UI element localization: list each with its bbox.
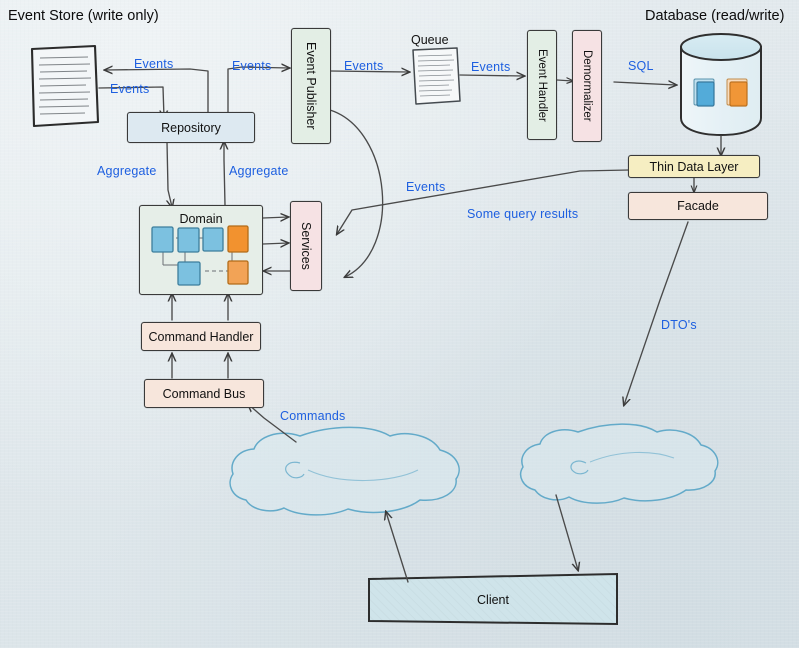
edge-label-events-to-handler: Events xyxy=(471,60,511,74)
edge-label-events-store-back: Events xyxy=(134,57,174,71)
event-store-heading: Event Store (write only) xyxy=(8,8,159,24)
edge-events-to-publisher xyxy=(227,67,289,125)
edge-events-to-handler xyxy=(459,75,524,76)
event-store-document xyxy=(30,44,100,128)
event-publisher-label: Event Publisher xyxy=(304,42,318,130)
edge-dtos xyxy=(624,221,689,405)
edge-label-dtos: DTO's xyxy=(661,318,697,332)
services-box[interactable]: Services xyxy=(290,201,322,291)
facade-box[interactable]: Facade xyxy=(628,192,768,220)
edge-label-sql: SQL xyxy=(628,59,654,73)
edge-sql-to-database xyxy=(613,82,676,85)
facade-label: Facade xyxy=(677,199,719,213)
database-cylinder xyxy=(680,33,762,137)
edge-some-query-results xyxy=(337,169,630,234)
edge-label-events-store-out: Events xyxy=(110,82,150,96)
denormalizer-label: Demormalizer xyxy=(581,50,593,122)
event-handler-label: Event Handler xyxy=(536,48,548,122)
edge-label-events-to-publisher: Events xyxy=(232,59,272,73)
edge-client-to-cloud-left xyxy=(386,512,409,583)
edge-label-events-to-services: Events xyxy=(406,180,446,194)
repository-box[interactable]: Repository xyxy=(127,112,255,143)
services-label: Services xyxy=(299,222,313,270)
client-label: Client xyxy=(477,593,509,607)
edge-aggregate-down xyxy=(167,141,172,207)
event-publisher-box[interactable]: Event Publisher xyxy=(291,28,331,144)
edge-aggregate-up xyxy=(224,142,225,206)
edge-label-events-to-queue: Events xyxy=(344,59,384,73)
edge-events-store-back xyxy=(105,69,209,120)
domain-label: Domain xyxy=(179,212,223,226)
thin-data-layer-box[interactable]: Thin Data Layer xyxy=(628,155,760,178)
database-entity-orange xyxy=(726,78,748,107)
database-entity-blue xyxy=(693,78,715,107)
edge-handler-to-denormalizer xyxy=(556,80,573,81)
cloud-left xyxy=(229,426,460,516)
edge-cloud-right-to-client xyxy=(555,494,578,570)
client-box[interactable]: Client xyxy=(369,578,617,622)
database-heading: Database (read/write) xyxy=(645,8,785,24)
edge-events-store-out xyxy=(98,86,164,118)
queue-caption: Queue xyxy=(411,33,449,47)
edge-events-to-queue xyxy=(330,71,409,72)
denormalizer-box[interactable]: Demormalizer xyxy=(572,30,602,142)
edge-domain-to-services-2 xyxy=(262,243,288,244)
cloud-right xyxy=(519,423,719,504)
event-handler-box[interactable]: Event Handler xyxy=(527,30,557,140)
edge-domain-to-services-1 xyxy=(262,217,288,218)
queue-document xyxy=(412,47,461,105)
edge-label-aggregate-up: Aggregate xyxy=(229,164,289,178)
command-bus-label: Command Bus xyxy=(162,386,246,401)
client-box-shape xyxy=(368,572,618,626)
repository-label: Repository xyxy=(161,120,221,135)
edge-label-commands: Commands xyxy=(280,409,346,423)
thin-data-layer-label: Thin Data Layer xyxy=(649,159,739,174)
edge-commands xyxy=(248,404,297,443)
command-handler-label: Command Handler xyxy=(148,329,254,344)
command-handler-box[interactable]: Command Handler xyxy=(141,322,261,351)
domain-entity-boxes xyxy=(151,225,249,286)
command-bus-box[interactable]: Command Bus xyxy=(144,379,264,408)
edge-events-to-services-curve xyxy=(329,109,384,277)
edge-label-aggregate-down: Aggregate xyxy=(97,164,157,178)
edge-label-some-query-results: Some query results xyxy=(467,207,579,221)
